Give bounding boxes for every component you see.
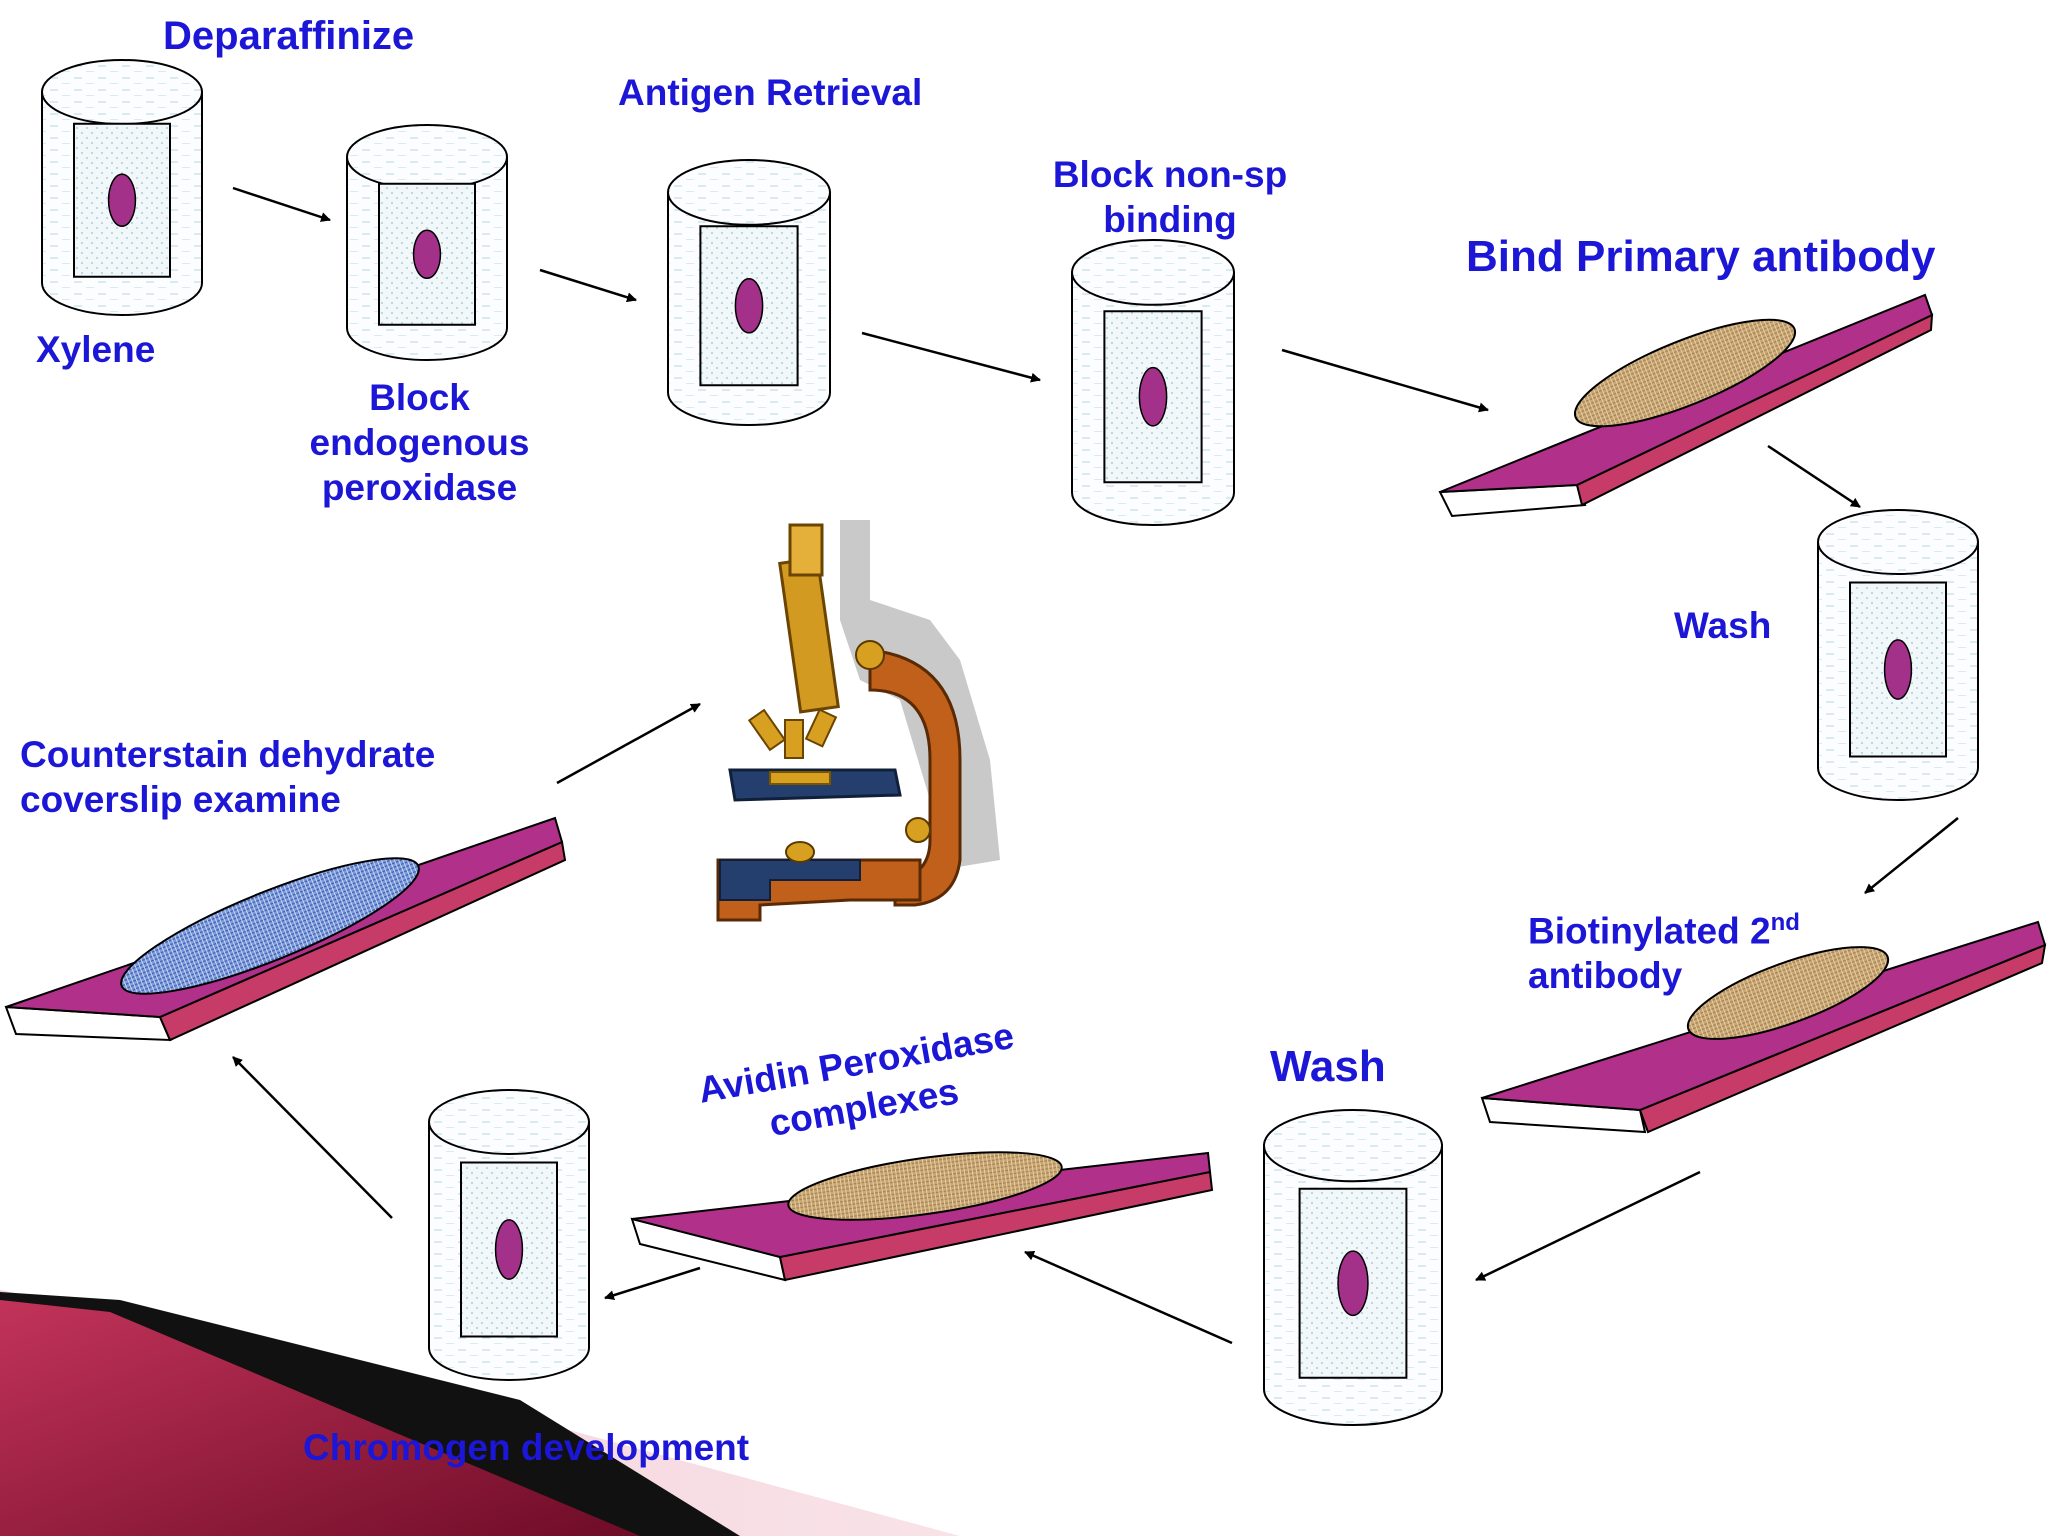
- label-biotinylated-line1: Biotinylated 2: [1528, 910, 1771, 952]
- label-block-peroxidase-line1: Block: [369, 377, 470, 418]
- label-xylene: Xylene: [36, 329, 156, 370]
- label-deparaffinize: Deparaffinize: [163, 14, 415, 58]
- label-block-peroxidase-line3: peroxidase: [321, 467, 518, 509]
- jar-xylene-icon: [41, 59, 203, 316]
- jar-block-peroxidase-icon: [346, 124, 508, 361]
- label-wash-2: Wash: [1270, 1042, 1386, 1091]
- flow-arrow: [1767, 444, 1861, 509]
- label-counterstain: Counterstain dehydrate coverslip examine: [20, 732, 435, 822]
- jar-antigen-retrieval-icon: [667, 159, 831, 426]
- label-antigen-retrieval: Antigen Retrieval: [618, 72, 923, 113]
- label-biotinylated: Biotinylated 2nd antibody: [1528, 908, 1800, 999]
- jar-chromogen-icon: [428, 1089, 590, 1381]
- slide-primary-antibody-icon: [1438, 293, 1934, 518]
- flow-arrow: [232, 1056, 393, 1219]
- flow-arrow: [1864, 817, 1959, 894]
- label-biotinylated-line2: antibody: [1528, 955, 1683, 997]
- slide-biotinylated-icon: [1480, 920, 2047, 1134]
- label-counterstain-line1: Counterstain dehydrate: [20, 734, 436, 775]
- label-bind-primary-antibody: Bind Primary antibody: [1466, 232, 1936, 281]
- label-block-nonsp: Block non-sp binding: [1040, 152, 1300, 242]
- corner-ribbon-decoration: [0, 1290, 960, 1536]
- flow-arrow: [604, 1266, 701, 1301]
- flow-arrow: [556, 702, 701, 785]
- label-block-peroxidase-line2: endogenous: [309, 422, 530, 464]
- flow-arrow: [232, 186, 331, 222]
- slide-counterstain-icon: [4, 816, 567, 1042]
- label-counterstain-line2: coverslip examine: [20, 779, 341, 821]
- flow-arrow: [1024, 1250, 1233, 1345]
- microscope-icon: [716, 520, 1000, 922]
- flow-arrow: [1281, 348, 1489, 413]
- label-biotinylated-sup: nd: [1770, 909, 1800, 936]
- flow-arrow: [1475, 1170, 1701, 1282]
- flow-arrow: [861, 331, 1041, 383]
- label-chromogen-development: Chromogen development: [303, 1427, 750, 1468]
- slide-avidin-icon: [630, 1151, 1214, 1282]
- flow-arrows: [232, 186, 1959, 1345]
- label-block-peroxidase: Block endogenous peroxidase: [292, 375, 547, 510]
- flow-arrow: [539, 268, 637, 303]
- label-block-nonsp-line2: binding: [1103, 199, 1237, 241]
- label-wash-1: Wash: [1674, 605, 1772, 646]
- jar-wash-2-icon: [1263, 1109, 1443, 1426]
- label-block-nonsp-line1: Block non-sp: [1052, 154, 1288, 195]
- jar-block-nonsp-icon: [1071, 239, 1235, 526]
- jar-wash-1-icon: [1817, 509, 1979, 801]
